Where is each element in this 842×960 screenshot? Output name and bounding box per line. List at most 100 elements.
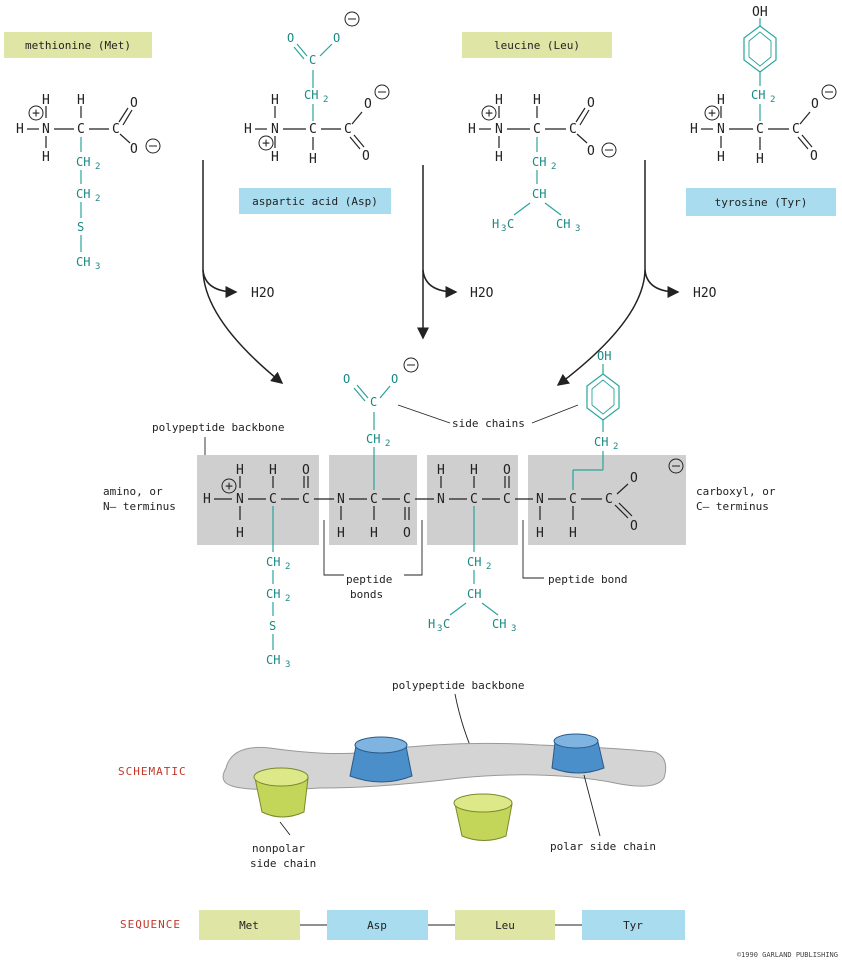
svg-text:2: 2 <box>486 562 491 572</box>
svg-text:H: H <box>203 492 211 507</box>
svg-text:CH: CH <box>266 555 280 569</box>
svg-text:O: O <box>403 526 411 541</box>
svg-text:N: N <box>717 122 725 137</box>
nonpolar-side-chain-1 <box>253 767 309 818</box>
svg-text:C: C <box>77 122 85 137</box>
svg-text:O: O <box>287 31 294 45</box>
svg-text:O: O <box>630 519 638 534</box>
svg-text:H: H <box>717 150 725 165</box>
svg-text:H: H <box>77 93 85 108</box>
svg-text:C: C <box>302 492 310 507</box>
schematic-label: SCHEMATIC <box>118 765 187 778</box>
svg-text:+: + <box>485 106 493 121</box>
svg-text:N: N <box>236 492 244 507</box>
svg-text:CH: CH <box>76 155 90 169</box>
svg-text:H: H <box>337 526 345 541</box>
svg-text:CH: CH <box>467 587 481 601</box>
svg-text:C: C <box>533 122 541 137</box>
sequence-label: SEQUENCE <box>120 918 181 931</box>
svg-text:Asp: Asp <box>367 919 387 932</box>
svg-text:2: 2 <box>285 562 290 572</box>
svg-text:H: H <box>16 122 24 137</box>
svg-text:S: S <box>269 619 276 633</box>
nonpolar-side-chain-2 <box>453 793 513 841</box>
svg-text:2: 2 <box>770 95 775 105</box>
svg-text:H: H <box>269 463 277 478</box>
svg-text:+: + <box>262 136 270 151</box>
svg-text:C: C <box>470 492 478 507</box>
svg-text:CH: CH <box>532 155 546 169</box>
polar-side-chain-2 <box>551 733 605 774</box>
svg-text:H: H <box>236 463 244 478</box>
svg-text:N: N <box>42 122 50 137</box>
amino-acid-label-met: methionine (Met) <box>4 32 152 58</box>
sequence-item-leu: Leu <box>455 910 555 940</box>
carboxyl-terminus-label-2: C– terminus <box>696 500 769 513</box>
backbone-boxes <box>197 455 686 545</box>
svg-text:CH: CH <box>594 435 608 449</box>
polar-side-chain-1 <box>349 736 413 783</box>
svg-text:H: H <box>756 152 764 167</box>
leu-name: leucine (Leu) <box>494 39 580 52</box>
asp-name: aspartic acid (Asp) <box>252 195 378 208</box>
amino-terminus-label-2: N– terminus <box>103 500 176 513</box>
svg-text:C: C <box>309 122 317 137</box>
svg-text:C: C <box>605 492 613 507</box>
svg-text:H: H <box>536 526 544 541</box>
water-label-1: H2O <box>251 286 275 301</box>
svg-text:CH: CH <box>751 88 765 102</box>
svg-text:N: N <box>495 122 503 137</box>
sequence-row: SEQUENCE Met Asp Leu Tyr <box>120 910 685 940</box>
svg-text:O: O <box>391 372 398 386</box>
svg-text:O: O <box>362 149 370 164</box>
sequence-item-met: Met <box>199 910 300 940</box>
peptide-bond-label: peptide bond <box>548 573 627 586</box>
polypeptide-chain: + H N H H C H C O N H C H C O N H <box>203 349 684 670</box>
side-chains-label: side chains <box>452 417 525 430</box>
svg-text:C: C <box>344 122 352 137</box>
schematic-backbone-label: polypeptide backbone <box>392 679 524 692</box>
met-name: methionine (Met) <box>25 39 131 52</box>
svg-text:O: O <box>364 97 372 112</box>
svg-text:H: H <box>428 617 435 631</box>
svg-text:3: 3 <box>575 224 580 234</box>
svg-text:H: H <box>690 122 698 137</box>
svg-text:O: O <box>811 97 819 112</box>
svg-text:H: H <box>492 217 499 231</box>
svg-text:OH: OH <box>752 5 768 20</box>
svg-text:H: H <box>42 93 50 108</box>
svg-text:C: C <box>370 395 377 409</box>
peptide-bonds-label-2: bonds <box>350 588 383 601</box>
svg-text:O: O <box>587 96 595 111</box>
svg-text:H: H <box>370 526 378 541</box>
copyright-notice: ©1990 GARLAND PUBLISHING <box>737 951 838 959</box>
nonpolar-label-2: side chain <box>250 857 316 870</box>
svg-text:O: O <box>343 372 350 386</box>
svg-text:O: O <box>130 142 138 157</box>
svg-text:CH: CH <box>556 217 570 231</box>
svg-text:2: 2 <box>385 439 390 449</box>
water-label-3: H2O <box>693 286 717 301</box>
svg-text:Leu: Leu <box>495 919 515 932</box>
svg-text:H: H <box>533 93 541 108</box>
svg-text:C: C <box>309 53 316 67</box>
svg-text:3: 3 <box>511 624 516 634</box>
nonpolar-label-1: nonpolar <box>252 842 305 855</box>
svg-text:3: 3 <box>95 262 100 272</box>
svg-text:CH: CH <box>467 555 481 569</box>
svg-text:H: H <box>717 93 725 108</box>
svg-text:2: 2 <box>551 162 556 172</box>
svg-text:C: C <box>370 492 378 507</box>
svg-text:C: C <box>443 617 450 631</box>
svg-text:H: H <box>468 122 476 137</box>
svg-text:+: + <box>225 479 233 494</box>
svg-text:CH: CH <box>266 587 280 601</box>
svg-text:C: C <box>112 122 120 137</box>
tyr-name: tyrosine (Tyr) <box>715 196 808 209</box>
svg-text:2: 2 <box>613 442 618 452</box>
svg-text:C: C <box>569 492 577 507</box>
svg-text:N: N <box>437 492 445 507</box>
